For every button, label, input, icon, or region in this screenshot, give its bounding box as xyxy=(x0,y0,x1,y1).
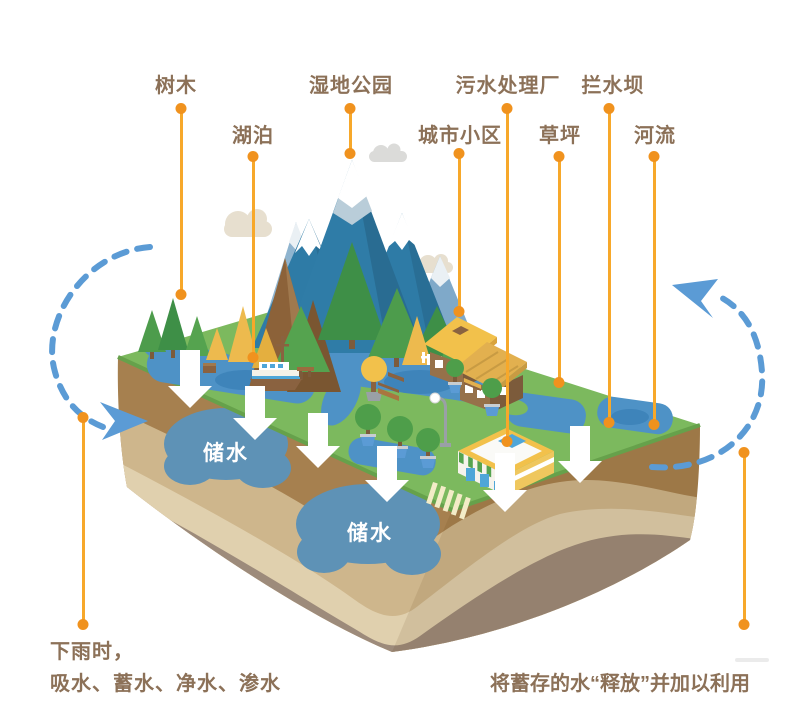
callout-label-lawn: 草坪 xyxy=(539,125,581,147)
storage-label-2: 储水 xyxy=(347,521,393,545)
callout-line-lake xyxy=(251,156,255,358)
infiltration-arrow-icon xyxy=(168,350,212,408)
awning-stripes xyxy=(459,452,501,482)
callout-label-river: 河流 xyxy=(634,125,676,147)
caption-line-release xyxy=(742,452,746,625)
yellow-round-tree xyxy=(361,356,387,401)
garden-tree-1 xyxy=(446,359,464,393)
callout-label-city-block: 城市小区 xyxy=(418,125,502,147)
callout-label-sewage-plant: 污水处理厂 xyxy=(455,75,561,97)
round-tree-3 xyxy=(416,428,440,468)
left-tree-cluster xyxy=(138,298,228,363)
callout-label-lake: 湖泊 xyxy=(232,125,274,147)
watermark xyxy=(735,658,769,662)
picnic-table xyxy=(297,367,314,377)
callout-line-city-block xyxy=(457,153,461,312)
callout-line-sewage-plant xyxy=(505,108,509,442)
crosswalk xyxy=(426,482,471,520)
callout-label-dam: 拦水坝 xyxy=(581,75,645,97)
infiltration-arrow-icon xyxy=(296,413,340,468)
infiltration-arrow-icon xyxy=(483,453,527,512)
callout-line-lawn xyxy=(557,156,561,383)
caption-rain-line2: 吸水、蓄水、净水、渗水 xyxy=(50,673,281,695)
infiltration-arrow-icon xyxy=(233,386,277,440)
street-lamp xyxy=(429,392,451,447)
callout-line-wetland-park xyxy=(348,108,352,154)
garden-tree-2 xyxy=(482,378,502,416)
callout-line-river xyxy=(652,156,656,425)
caption-rain-line1: 下雨时， xyxy=(50,641,134,663)
underground-water-2 xyxy=(296,484,441,575)
callout-line-trees xyxy=(179,108,183,295)
cloud-icon-2 xyxy=(369,143,407,162)
right-face-shade xyxy=(392,425,700,652)
infiltration-arrow-icon xyxy=(365,446,409,502)
park-bench-2 xyxy=(378,382,399,401)
caption-release: 将蓄存的水“释放”并加以利用 xyxy=(490,673,750,695)
wooden-crate xyxy=(203,363,216,373)
callout-line-dam xyxy=(607,108,611,423)
house-bench xyxy=(464,378,481,391)
callout-label-wetland-park: 湿地公园 xyxy=(309,75,393,97)
caption-line-rain xyxy=(81,417,85,625)
infiltration-arrow-icon xyxy=(558,426,602,483)
infiltration-arrows xyxy=(168,350,602,512)
round-tree-1 xyxy=(355,404,381,446)
cloud-icon-1 xyxy=(224,209,272,237)
park-bench-1 xyxy=(388,372,404,382)
storage-label-1: 储水 xyxy=(203,441,249,465)
callout-label-trees: 树木 xyxy=(155,75,197,97)
release-cycle-arrow-icon xyxy=(649,279,766,471)
ferry-boat xyxy=(250,336,302,390)
wetland-park xyxy=(355,356,451,468)
